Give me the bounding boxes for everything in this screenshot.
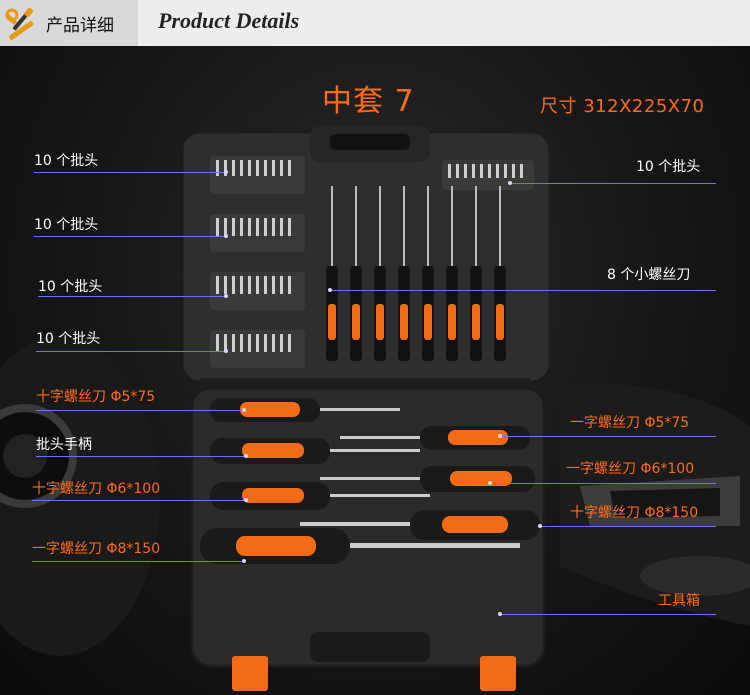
leader-line: [540, 526, 716, 527]
leader-dot: [328, 288, 332, 292]
callout-bits-3: 10 个批头: [38, 279, 103, 295]
leader-dot: [224, 349, 228, 353]
callout-small-screwdrivers: 8 个小螺丝刀: [607, 267, 691, 283]
callout-phillips-6-100: 十字螺丝刀 Φ6*100: [32, 481, 161, 497]
header-title-cn: 产品详细: [46, 16, 114, 36]
leader-line: [510, 183, 716, 184]
set-name: 中套 7: [322, 84, 415, 119]
leader-dot: [498, 612, 502, 616]
callout-bits-2: 10 个批头: [34, 217, 99, 233]
product-photo: 中套 7 尺寸 312X225X70 10 个批头 10 个批头 10 个批头 …: [0, 46, 750, 695]
leader-dot: [242, 559, 246, 563]
callout-bits-1: 10 个批头: [34, 153, 99, 169]
leader-line: [32, 500, 246, 501]
leader-line: [500, 614, 716, 615]
leader-dot: [538, 524, 542, 528]
leader-line: [490, 483, 716, 484]
header-tag: [0, 0, 138, 46]
tool-case: [180, 126, 552, 691]
leader-line: [36, 456, 246, 457]
header-divider: [140, 0, 152, 46]
leader-dot: [224, 170, 228, 174]
leader-line: [36, 351, 226, 352]
callout-phillips-5-75: 十字螺丝刀 Φ5*75: [36, 389, 156, 405]
leader-line: [32, 561, 244, 562]
leader-line: [330, 290, 716, 291]
leader-dot: [244, 498, 248, 502]
leader-line: [34, 236, 226, 237]
callout-slotted-6-100: 一字螺丝刀 Φ6*100: [566, 461, 695, 477]
leader-dot: [224, 294, 228, 298]
callout-toolbox: 工具箱: [658, 593, 700, 609]
leader-dot: [242, 408, 246, 412]
callout-slotted-8-150: 一字螺丝刀 Φ8*150: [32, 541, 161, 557]
leader-line: [36, 410, 244, 411]
leader-dot: [498, 434, 502, 438]
wrench-screwdriver-icon: [5, 7, 34, 40]
header-bar: 产品详细 Product Details: [0, 0, 750, 46]
car-silhouette: [0, 336, 750, 656]
leader-dot: [224, 234, 228, 238]
callout-bits-4: 10 个批头: [36, 331, 101, 347]
size-label: 尺寸 312X225X70: [540, 96, 705, 117]
header-title-en: Product Details: [158, 8, 300, 33]
callout-phillips-8-150: 十字螺丝刀 Φ8*150: [570, 505, 699, 521]
leader-dot: [488, 481, 492, 485]
leader-line: [34, 172, 226, 173]
leader-line: [38, 296, 226, 297]
callout-bits-5: 10 个批头: [636, 159, 701, 175]
callout-slotted-5-75: 一字螺丝刀 Φ5*75: [570, 415, 690, 431]
leader-dot: [244, 454, 248, 458]
leader-line: [500, 436, 716, 437]
leader-dot: [508, 181, 512, 185]
callout-bit-handle: 批头手柄: [36, 437, 92, 453]
